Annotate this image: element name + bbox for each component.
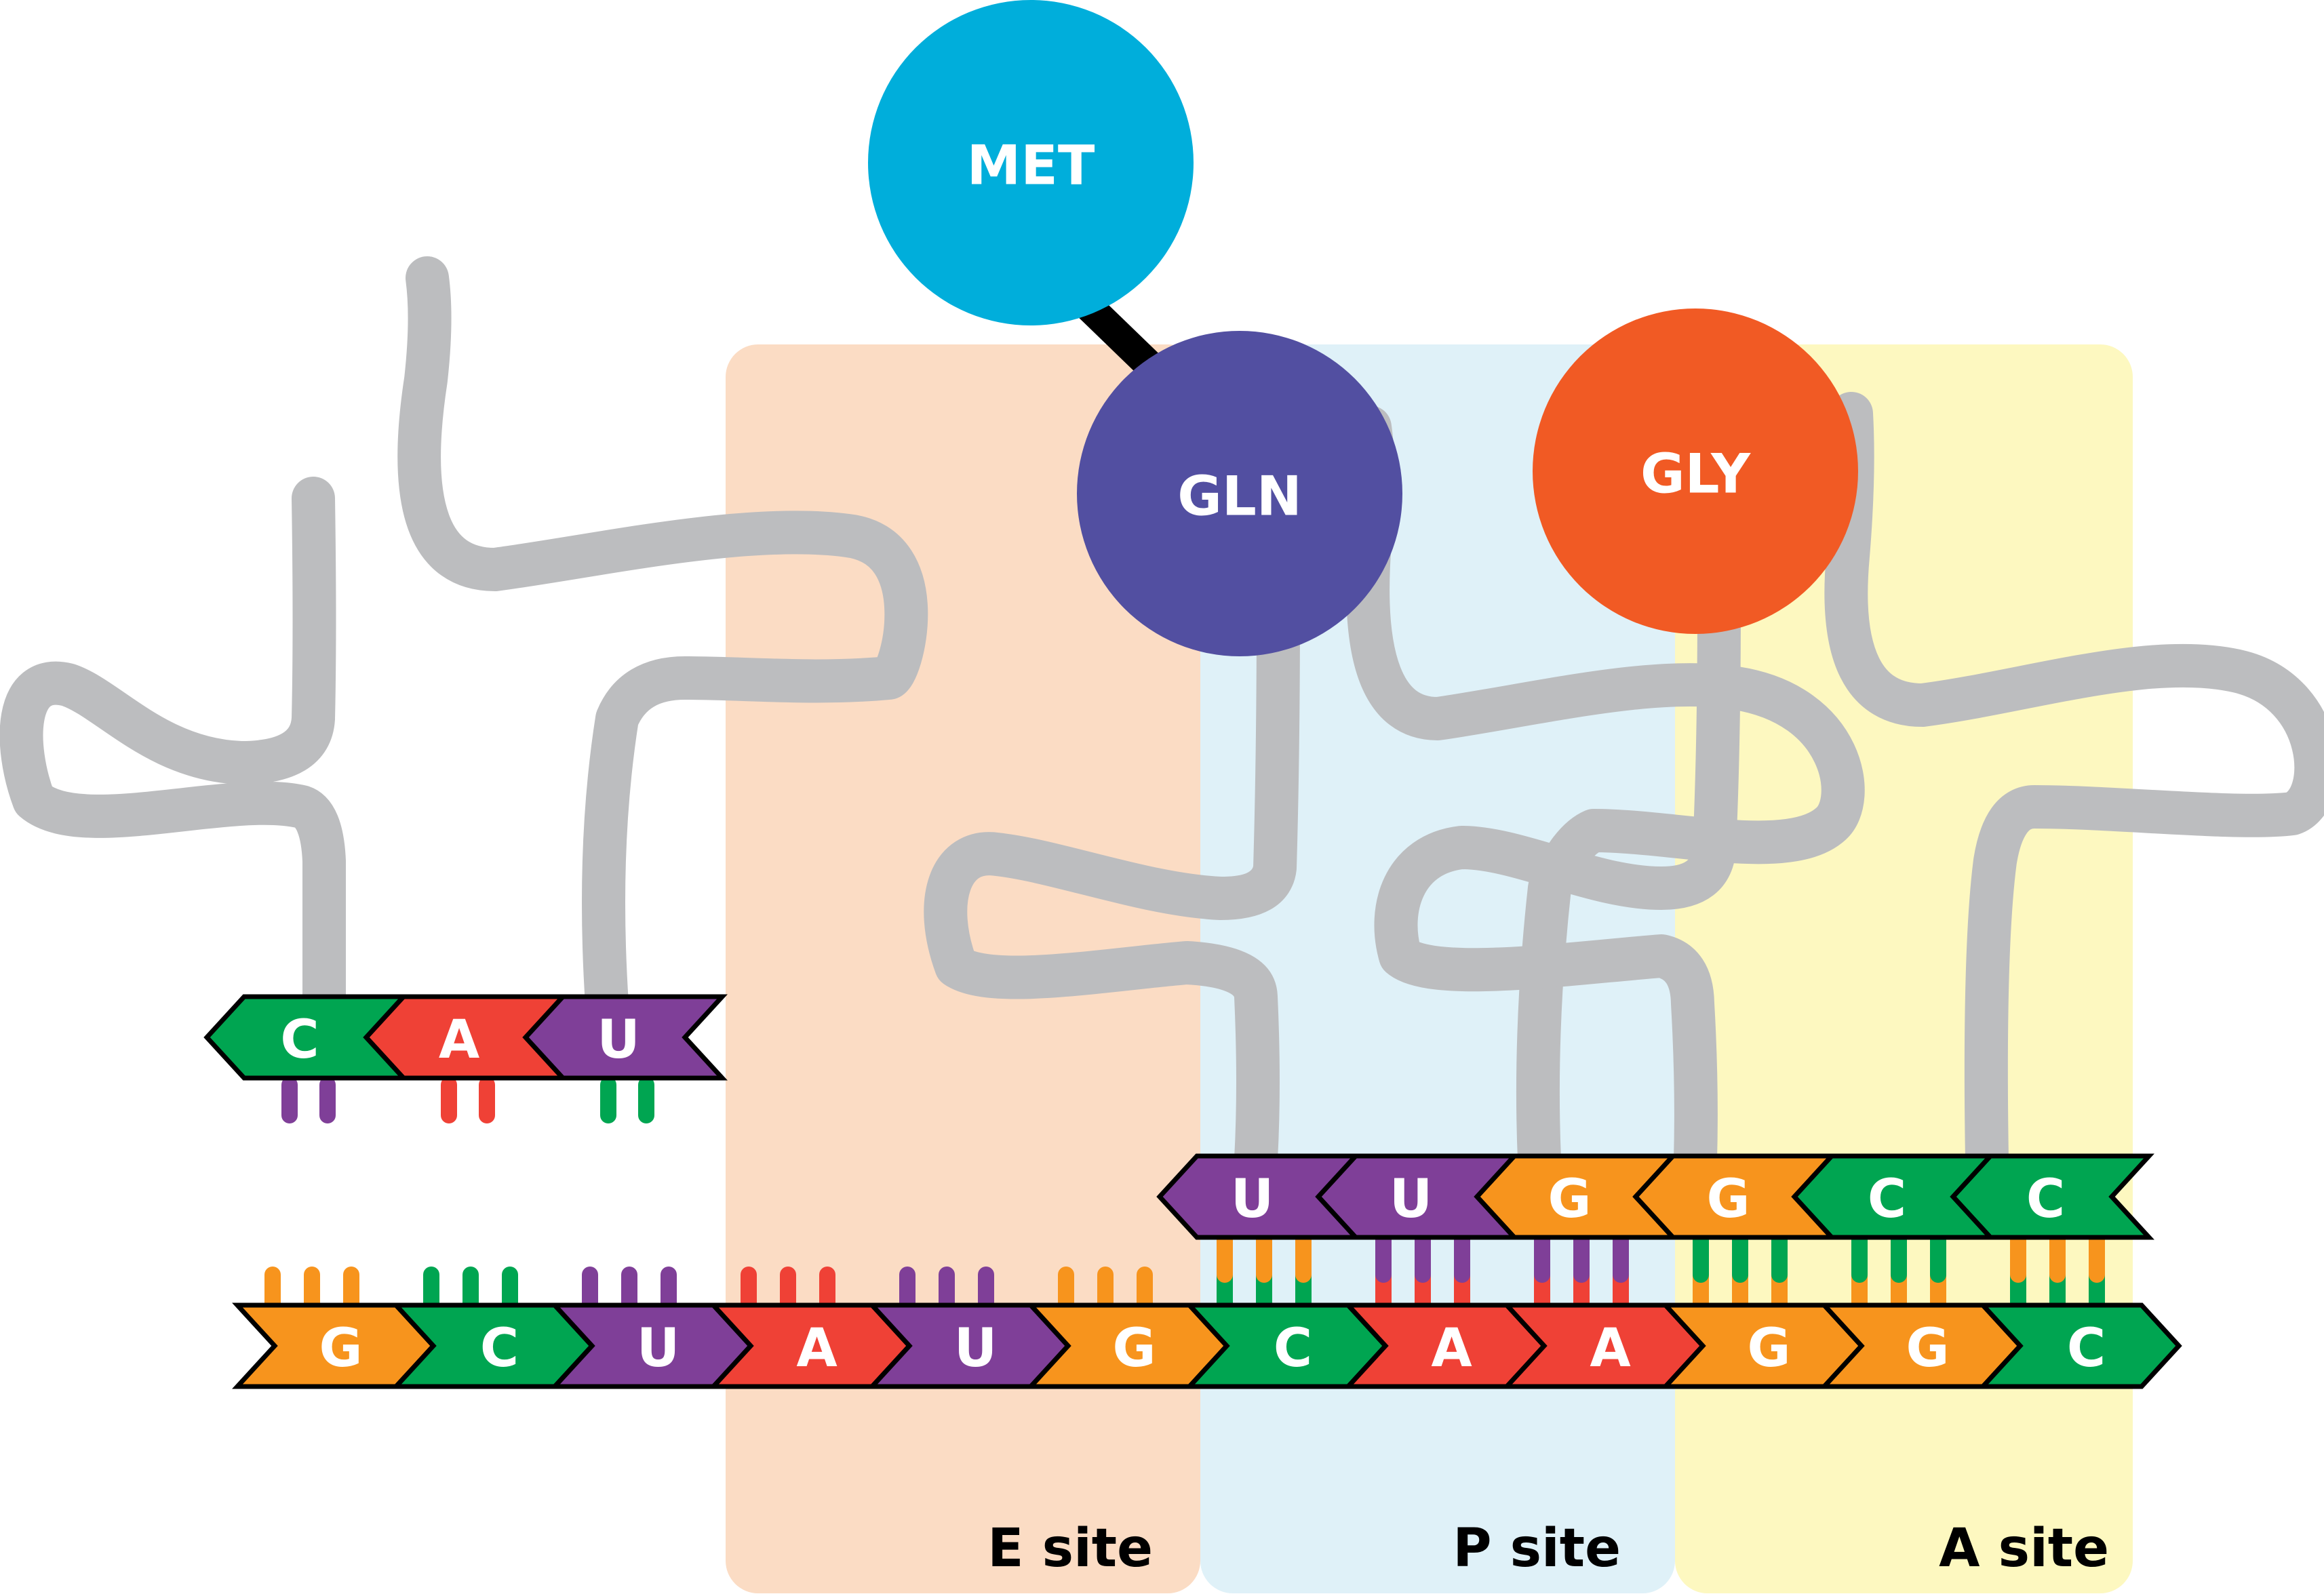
mrna-base-letter: G xyxy=(1747,1318,1790,1379)
exiting-trna-anticodon: UAC xyxy=(203,994,728,1081)
mrna-base-12: C xyxy=(1977,1302,2182,1389)
exit-anticodon-base-letter: U xyxy=(597,1010,639,1071)
a-site-label: A site xyxy=(1939,1518,2109,1579)
p-trna-strand-right xyxy=(1346,405,1865,1181)
exiting-trna-strand-left xyxy=(0,477,347,1025)
exit-anticodon-base-letter: A xyxy=(439,1010,479,1071)
gln-label: GLN xyxy=(1177,465,1302,528)
exiting-trna-strand-right xyxy=(397,256,928,1025)
a-anticodon-base-letter: G xyxy=(1706,1169,1750,1230)
a-anticodon-base-letter: C xyxy=(1868,1169,1906,1230)
p-trna-strand-left xyxy=(924,589,1300,1181)
a-trna-strand-right xyxy=(1824,392,2324,1181)
mrna-base-letter: C xyxy=(480,1318,519,1379)
amino-acid-met: MET xyxy=(868,0,1194,325)
met-label: MET xyxy=(967,134,1095,197)
a-anticodon-base-arrow xyxy=(1632,1153,1837,1240)
met-circle xyxy=(868,0,1194,325)
gly-circle xyxy=(1533,308,1858,634)
a-anticodon-base-3: G xyxy=(1632,1153,1837,1240)
exit-anticodon-base-arrow xyxy=(203,994,409,1081)
mrna-base-letter: G xyxy=(1112,1318,1156,1379)
mrna-base-3: U xyxy=(549,1302,754,1389)
e-site-label: E site xyxy=(987,1518,1153,1579)
exit-anticodon-base-letter: C xyxy=(280,1010,319,1071)
mrna-base-letter: U xyxy=(954,1318,997,1379)
mrna-base-letter: A xyxy=(1590,1318,1630,1379)
p-anticodon-base-letter: U xyxy=(1231,1169,1274,1230)
mrna-base-letter: A xyxy=(796,1318,837,1379)
p-anticodon-base-letter: G xyxy=(1548,1169,1591,1230)
a-anticodon-base-letter: C xyxy=(2026,1169,2065,1230)
a-anticodon-base-1: C xyxy=(1950,1153,2154,1240)
mrna-base-letter: G xyxy=(1906,1318,1949,1379)
amino-acid-gly: GLY xyxy=(1533,308,1858,634)
a-trna-strand-left xyxy=(1374,582,1741,1181)
a-trna-anticodon: CCG xyxy=(1632,1153,2154,1240)
exit-anticodon-base-1: U xyxy=(522,994,728,1081)
trna-bodies xyxy=(0,256,2324,1181)
mrna-base-letter: A xyxy=(1431,1318,1472,1379)
amino-acid-gln: GLN xyxy=(1077,331,1402,656)
mrna-base-letter: G xyxy=(319,1318,362,1379)
gln-circle xyxy=(1077,331,1402,656)
p-site-label: P site xyxy=(1453,1518,1621,1579)
p-trna-anticodon: GUU xyxy=(1156,1153,1678,1240)
mrna-base-letter: U xyxy=(637,1318,680,1379)
mrna-base-letter: C xyxy=(2067,1318,2106,1379)
mrna-base-1: G xyxy=(232,1302,437,1389)
p-anticodon-base-arrow xyxy=(1156,1153,1361,1240)
gly-label: GLY xyxy=(1640,443,1751,506)
exit-anticodon-base-3: C xyxy=(203,994,409,1081)
mrna-base-5: U xyxy=(867,1302,1071,1389)
mrna-base-arrow xyxy=(1977,1302,2182,1389)
mrna-base-letter: C xyxy=(1274,1318,1312,1379)
p-anticodon-base-3: U xyxy=(1156,1153,1361,1240)
exit-anticodon-base-2: A xyxy=(363,994,568,1081)
p-anticodon-base-letter: U xyxy=(1390,1169,1432,1230)
